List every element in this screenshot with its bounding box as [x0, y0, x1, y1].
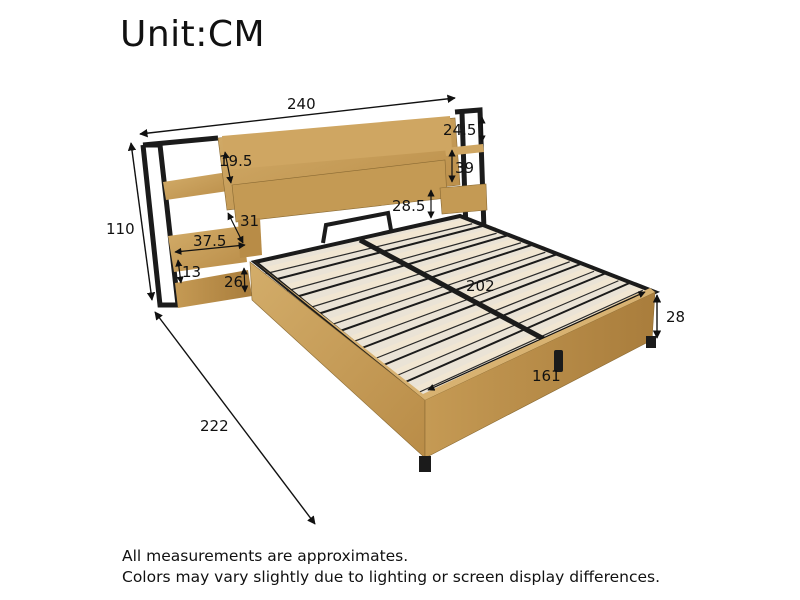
headboard-left-frame	[140, 142, 181, 308]
dim-frame-height: 28	[666, 308, 685, 326]
headboard	[140, 107, 488, 308]
headboard-handle	[321, 210, 393, 244]
leg-right	[646, 336, 656, 348]
dim-drawer-height: 28.5	[392, 197, 425, 215]
slat	[307, 236, 522, 309]
slat-shadow	[307, 242, 522, 309]
note-colors: Colors may vary slightly due to lighting…	[122, 568, 661, 586]
dim-side-cubby-height: 13	[182, 263, 201, 281]
left-shelf-upper	[163, 172, 235, 200]
nightstand-drawer	[439, 183, 488, 215]
dim-side-cubby-width: 37.5	[193, 232, 226, 250]
dimension-lines	[127, 94, 662, 525]
disclaimer-notes: All measurements are approximates. Color…	[122, 546, 660, 588]
slat-shadow	[329, 251, 546, 326]
dim-shelf-gap: 39	[455, 159, 474, 177]
leg-front	[419, 456, 431, 472]
slat-shadow	[265, 223, 473, 275]
dim-side-cubby-lower: 26	[224, 273, 243, 291]
slat	[328, 245, 547, 326]
slat	[318, 243, 534, 315]
dim-side-shelf-drop: 19.5	[219, 152, 252, 170]
dim-side-cubby-depth: 31	[240, 212, 259, 230]
dim-overall-height: 110	[106, 220, 135, 238]
left-shelf-bottom	[175, 270, 252, 308]
dim-slat-length: 202	[466, 277, 495, 295]
slat-shadow	[286, 232, 497, 292]
note-measurements: All measurements are approximates.	[122, 547, 409, 565]
unit-label: Unit:CM	[120, 14, 266, 55]
dim-headboard-width: 240	[287, 95, 316, 113]
dimension-labels: 240 110 222 28 161 202 24.5 39 28.5 19.5…	[106, 95, 685, 435]
dim-frame-width: 161	[532, 367, 561, 385]
dim-overall-length: 222	[200, 417, 229, 435]
dim-shelf-top-height: 24.5	[443, 121, 476, 139]
bed-frame	[249, 213, 661, 472]
